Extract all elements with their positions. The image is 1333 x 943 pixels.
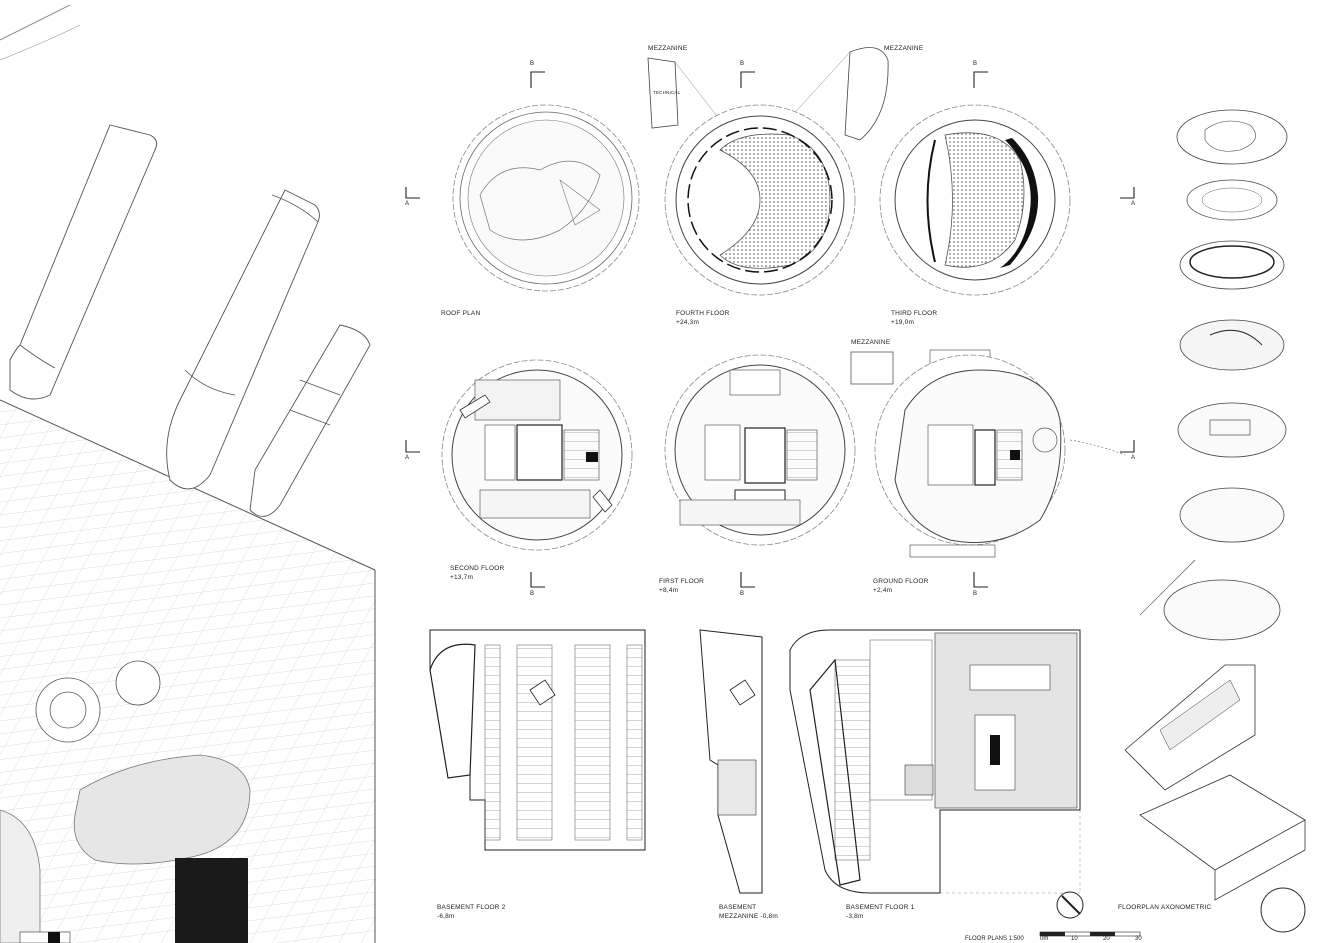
second-floor-level: +13,7m bbox=[450, 574, 474, 581]
basement-mezzanine-title: BASEMENT MEZZANINE -0,8m bbox=[719, 903, 778, 921]
roof-plan-title-text: ROOF PLAN bbox=[441, 310, 481, 317]
third-floor-level: +19,0m bbox=[891, 319, 915, 326]
fourth-floor-drawing bbox=[647, 47, 889, 296]
section-mark-a-right-1: A bbox=[1131, 201, 1136, 207]
roof-plan-title: ROOF PLAN bbox=[441, 309, 480, 318]
roof-plan-drawing bbox=[452, 104, 640, 292]
first-floor-level: +8,4m bbox=[659, 587, 679, 594]
north-arrow bbox=[1056, 891, 1084, 919]
scale-tick-10: 10 bbox=[1071, 936, 1078, 942]
basement-2-title: BASEMENT FLOOR 2 -6,8m bbox=[437, 903, 505, 921]
scale-bar bbox=[1039, 931, 1141, 937]
basement-1-drawing bbox=[789, 629, 1081, 894]
ground-floor-level: +2,4m bbox=[873, 587, 893, 594]
first-floor-drawing bbox=[664, 354, 856, 546]
technical-label: TECHNICAL bbox=[653, 90, 681, 95]
basement-1-title-text: BASEMENT FLOOR 1 bbox=[846, 904, 915, 911]
mezzanine-label-ground: MEZZANINE bbox=[851, 339, 891, 346]
fourth-floor-title-text: FOURTH FLOOR bbox=[676, 310, 730, 317]
mezzanine-label-fourth-left: MEZZANINE bbox=[648, 45, 688, 52]
section-marks bbox=[405, 71, 1135, 588]
basement-2-title-text: BASEMENT FLOOR 2 bbox=[437, 904, 506, 911]
site-plan bbox=[0, 4, 376, 943]
second-floor-drawing bbox=[441, 359, 633, 551]
scale-tick-30: 30 bbox=[1135, 936, 1142, 942]
basement-mezzanine-drawing bbox=[699, 629, 763, 894]
ground-floor-title: GROUND FLOOR +2,4m bbox=[873, 577, 929, 595]
fourth-floor-title: FOURTH FLOOR +24,3m bbox=[676, 309, 730, 327]
second-floor-title-text: SECOND FLOOR bbox=[450, 565, 505, 572]
section-mark-b-bottom-1: B bbox=[530, 591, 535, 597]
second-floor-title: SECOND FLOOR +13,7m bbox=[450, 564, 504, 582]
section-mark-b-top-1: B bbox=[530, 61, 535, 67]
basement-1-title: BASEMENT FLOOR 1 -3,8m bbox=[846, 903, 914, 921]
basement-2-level: -6,8m bbox=[437, 913, 455, 920]
section-mark-a-left-1: A bbox=[405, 201, 410, 207]
third-floor-title-text: THIRD FLOOR bbox=[891, 310, 938, 317]
third-floor-drawing bbox=[879, 104, 1071, 296]
section-mark-a-right-2: A bbox=[1131, 455, 1136, 461]
ground-floor-title-text: GROUND FLOOR bbox=[873, 578, 929, 585]
mezzanine-label-fourth-right: MEZZANINE bbox=[884, 45, 924, 52]
section-mark-b-top-2: B bbox=[740, 61, 745, 67]
scale-tick-0: 0m bbox=[1040, 936, 1049, 942]
first-floor-title-text: FIRST FLOOR bbox=[659, 578, 705, 585]
first-floor-title: FIRST FLOOR +8,4m bbox=[659, 577, 704, 595]
basement-mezzanine-level: MEZZANINE -0,8m bbox=[719, 913, 778, 920]
ground-floor-drawing bbox=[850, 349, 1126, 558]
scale-tick-20: 20 bbox=[1103, 936, 1110, 942]
scale-title: FLOOR PLANS 1:500 bbox=[965, 936, 1024, 942]
third-floor-title: THIRD FLOOR +19,0m bbox=[891, 309, 937, 327]
axonometric-stack bbox=[1124, 109, 1306, 933]
axonometric-title: FLOORPLAN AXONOMETRIC bbox=[1118, 904, 1212, 911]
section-mark-b-bottom-3: B bbox=[973, 591, 978, 597]
basement-2-drawing bbox=[429, 629, 646, 851]
fourth-floor-level: +24,3m bbox=[676, 319, 700, 326]
basement-mezzanine-title-text: BASEMENT bbox=[719, 904, 757, 911]
section-mark-b-top-3: B bbox=[973, 61, 978, 67]
section-mark-a-left-2: A bbox=[405, 455, 410, 461]
basement-1-level: -3,8m bbox=[846, 913, 864, 920]
section-mark-b-bottom-2: B bbox=[740, 591, 745, 597]
